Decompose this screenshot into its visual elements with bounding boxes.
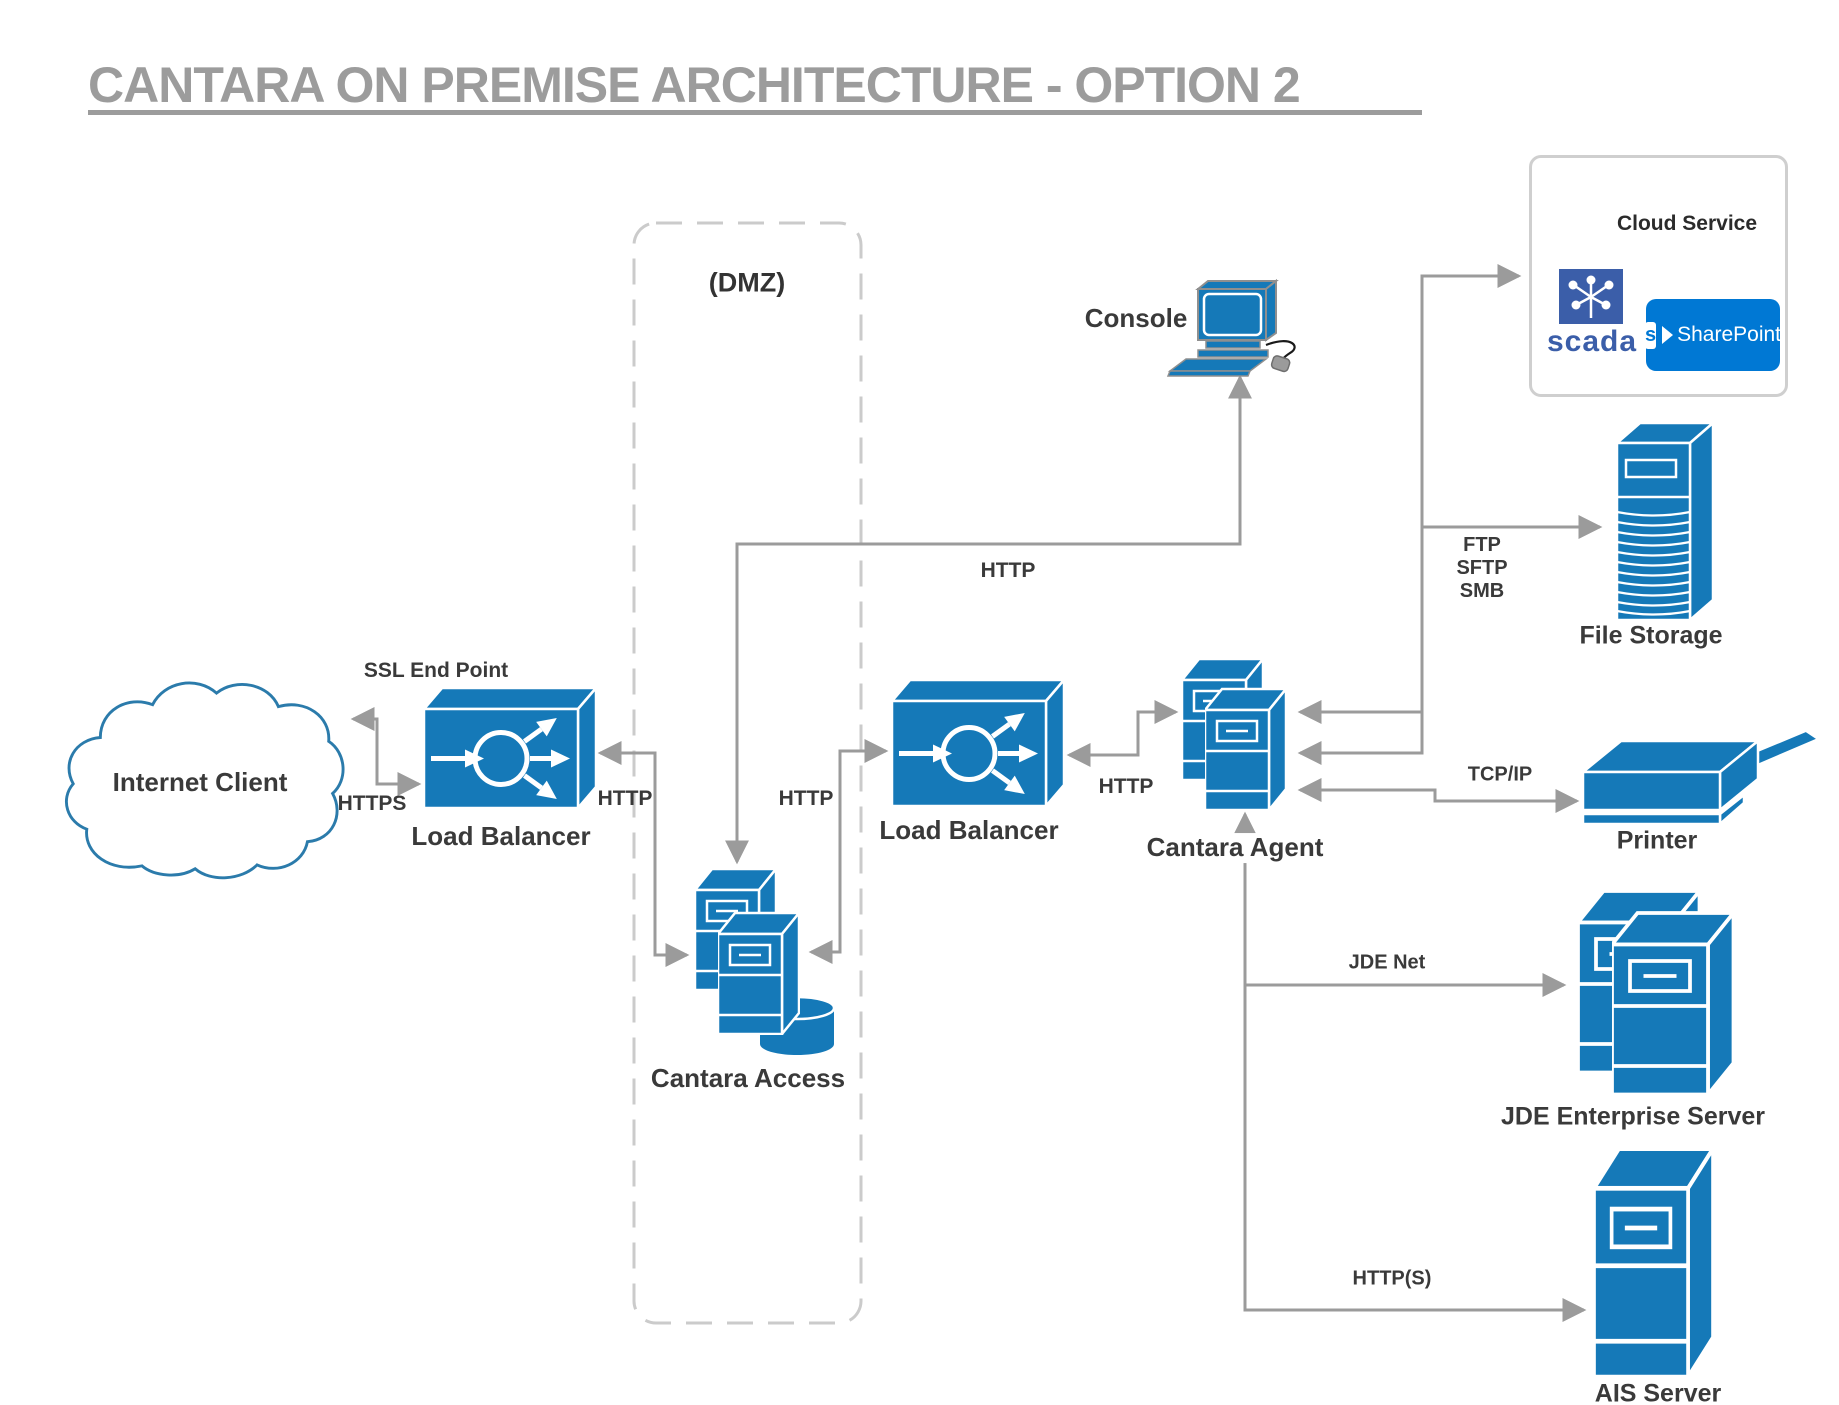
http-console-label: HTTP — [980, 558, 1036, 582]
file-storage-label: File Storage — [1579, 621, 1723, 650]
jde-net-label: JDE Net — [1348, 951, 1426, 974]
load-balancer-1-label: Load Balancer — [411, 821, 591, 851]
link-http-lb1-access-line — [597, 741, 690, 967]
connectors-layer — [350, 264, 1603, 1322]
link-http-access-lb2-line — [808, 739, 889, 964]
http-lb1-access-label: HTTP — [597, 786, 653, 810]
ftp-label: FTP — [1463, 534, 1501, 556]
cloud-service-label: Cloud Service — [1616, 212, 1758, 235]
sharepoint-chevron-icon — [1662, 326, 1674, 344]
smb-label: SMB — [1459, 580, 1505, 602]
load-balancer-1-icon — [421, 684, 599, 812]
link-http-lb2-agent-line — [1066, 700, 1179, 767]
ais-server-label: AIS Server — [1594, 1379, 1722, 1405]
internet-client-label: Internet Client — [112, 767, 288, 798]
console-icon — [1166, 278, 1296, 377]
mouse-icon — [1270, 355, 1291, 373]
http-access-lb2-label: HTTP — [778, 786, 834, 810]
load-balancer-2-icon — [889, 676, 1067, 810]
console-label: Console — [1084, 303, 1188, 334]
ssl-end-point-label: SSL End Point — [363, 658, 509, 682]
cantara-agent-icon — [1182, 657, 1287, 811]
scada-logo-icon — [1559, 269, 1623, 324]
cloud-service-box: Cloud Service s — [1529, 155, 1788, 397]
dmz-zone-border — [632, 221, 863, 1325]
jde-enterprise-server-icon — [1578, 889, 1735, 1096]
https-ais-label: HTTP(S) — [1352, 1267, 1432, 1290]
https-label: HTTPS — [337, 791, 407, 815]
ais-server-icon — [1594, 1149, 1713, 1377]
sharepoint-s-icon: s — [1644, 321, 1657, 349]
dmz-zone-label: (DMZ) — [708, 267, 786, 298]
file-storage-icon — [1613, 420, 1717, 623]
http-lb2-agent-label: HTTP — [1098, 774, 1154, 798]
link-agent-ais-line — [1233, 811, 1587, 1322]
keyboard-icon — [1167, 358, 1269, 372]
link-agent-cloud-service-line — [1297, 264, 1522, 765]
cantara-agent-label: Cantara Agent — [1143, 832, 1327, 863]
file-protocols-label: FTP SFTP SMB — [1456, 534, 1507, 603]
link-http-console-line — [725, 374, 1252, 865]
sftp-label: SFTP — [1456, 557, 1508, 579]
sharepoint-logo-text: SharePoint — [1677, 323, 1782, 346]
printer-icon — [1579, 729, 1821, 827]
load-balancer-2-label: Load Balancer — [879, 815, 1059, 845]
cantara-access-label: Cantara Access — [650, 1063, 846, 1094]
cantara-access-icon — [695, 867, 836, 1055]
title-underline — [88, 110, 1422, 115]
sharepoint-logo: s SharePoint — [1644, 299, 1782, 371]
link-https-line — [350, 707, 422, 796]
scada-glyph-icon — [1568, 275, 1614, 318]
tcpip-label: TCP/IP — [1467, 763, 1533, 786]
page-title: CANTARA ON PREMISE ARCHITECTURE - OPTION… — [88, 57, 1301, 113]
jde-enterprise-server-label: JDE Enterprise Server — [1500, 1102, 1766, 1131]
link-tcpip-printer-line — [1297, 778, 1580, 813]
scada-logo-text: scada — [1546, 325, 1638, 358]
printer-label: Printer — [1616, 826, 1698, 855]
